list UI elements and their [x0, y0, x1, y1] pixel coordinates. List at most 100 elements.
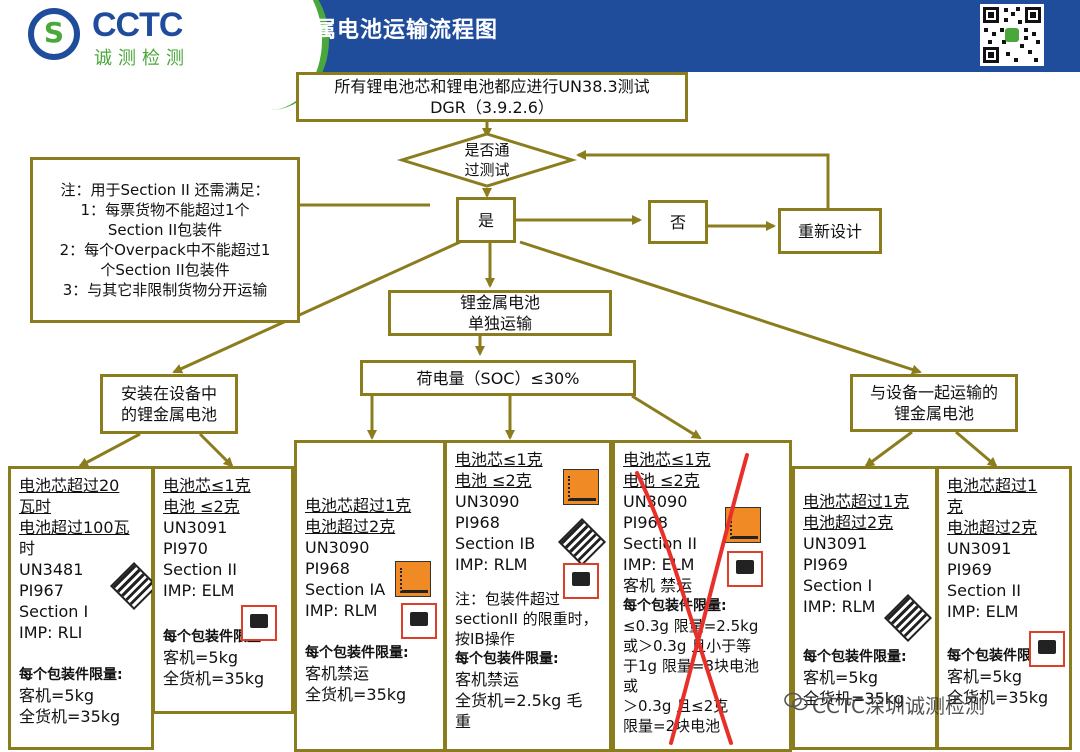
column-over-20wh: 电池芯超过20 瓦时 电池超过100瓦 时 UN3481 PI967 Secti… — [8, 466, 159, 750]
col-line: IMP: ELM — [947, 602, 1019, 621]
note-line: Section II包装件 — [107, 221, 223, 239]
col-line: PI968 — [305, 559, 350, 578]
red-cross-out-mark — [635, 453, 749, 745]
limit-title: 每个包装件限量: — [947, 648, 1051, 664]
column-standalone-section-ii-crossed: 电池芯≤1克 电池 ≤2克 UN3090 PI968 Section II IM… — [612, 440, 792, 752]
ib-note-line: 注：包装件超过 — [455, 590, 561, 608]
soc-box: 荷电量（SOC）≤30% — [360, 360, 636, 396]
col-line: PI969 — [803, 555, 848, 574]
note-line: 1：每票货物不能超过1个 — [80, 201, 250, 219]
limit-line: 客机=5kg — [947, 667, 1023, 686]
limit-title: 每个包装件限量: — [163, 629, 267, 645]
col-line: IMP: ELM — [163, 581, 235, 600]
in-equipment-line-2: 的锂金属电池 — [120, 405, 217, 424]
standalone-line-2: 单独运输 — [467, 314, 532, 333]
col-line: IMP: RLM — [455, 555, 528, 574]
col-line: UN3091 — [803, 534, 868, 553]
limit-line: 全货机=35kg — [305, 685, 407, 704]
column-with-equipment-section-ii: 电池芯超过1 克 电池超过2克 UN3091 PI969 Section II … — [936, 466, 1072, 750]
ib-note-line: sectionII 的限重时， — [455, 610, 598, 628]
col-line: PI970 — [163, 539, 208, 558]
decision-label: 是否通 过测试 — [437, 140, 537, 180]
col-line: Section IA — [305, 580, 386, 599]
limit-line: 客机=5kg — [19, 686, 95, 705]
col-line: PI967 — [19, 581, 64, 600]
col-line: Section II — [947, 581, 1021, 600]
col-line: 电池芯超过1 — [947, 476, 1038, 495]
col-line: IMP: RLI — [19, 623, 83, 642]
no-box: 否 — [648, 200, 708, 244]
col-line: UN3090 — [305, 538, 370, 557]
cargo-aircraft-only-label-icon — [395, 561, 431, 597]
column-cell-le-1g: 电池芯≤1克 电池 ≤2克 UN3091 PI970 Section II IM… — [152, 466, 294, 714]
col-line: 电池 ≤2克 — [163, 497, 240, 516]
note-line: 注：用于Section II 还需满足： — [60, 181, 270, 199]
limit-line: 全货机=35kg — [947, 688, 1049, 707]
col-line: Section I — [803, 576, 873, 595]
col-line: 电池超过100瓦 — [19, 518, 130, 537]
limit-line: 客机禁运 — [455, 670, 520, 689]
limit-line: 或＞0.3g 且小于等 — [623, 637, 752, 655]
note-line: 3：与其它非限制货物分开运输 — [62, 281, 268, 299]
col-line: 克 — [947, 497, 964, 516]
col-line: 电池芯≤1克 — [455, 450, 543, 469]
col-line: UN3091 — [947, 539, 1012, 558]
decision-diamond — [396, 132, 578, 188]
limit-line: 全货机=35kg — [19, 707, 121, 726]
col-line: PI968 — [455, 513, 500, 532]
redesign-label: 重新设计 — [797, 221, 862, 241]
note-line: 2：每个Overpack中不能超过1 — [59, 241, 271, 259]
in-equipment-box: 安装在设备中 的锂金属电池 — [100, 374, 238, 434]
col-line: 时 — [19, 539, 36, 558]
limit-line: ＞0.3g 且≤2克 — [623, 697, 729, 715]
col-line: UN3481 — [19, 560, 84, 579]
limit-line: 客机=5kg — [803, 668, 879, 687]
col-line: 电池芯≤1克 — [623, 450, 711, 469]
soc-label: 荷电量（SOC）≤30% — [416, 368, 580, 388]
redesign-box: 重新设计 — [778, 208, 882, 254]
header-bar — [246, 0, 1080, 72]
limit-line: 全货机=35kg — [163, 669, 265, 688]
note-line: 个Section II包装件 — [100, 261, 230, 279]
standalone-box: 锂金属电池 单独运输 — [388, 290, 612, 336]
limit-line: 全货机=2.5kg 毛 — [455, 691, 583, 710]
top-line-2: DGR（3.9.2.6） — [430, 98, 554, 117]
in-equipment-line-1: 安装在设备中 — [120, 384, 217, 403]
col-line: 电池超过2克 — [947, 518, 1038, 537]
cargo-aircraft-only-label-icon — [563, 469, 599, 505]
limit-line: 或 — [623, 677, 639, 695]
col-line: 电池芯超过20 — [19, 476, 120, 495]
column-standalone-over-1g: 电池芯超过1克 电池超过2克 UN3090 PI968 Section IA I… — [294, 440, 446, 752]
col-line: 电池超过2克 — [803, 513, 894, 532]
col-line: IMP: RLM — [305, 601, 378, 620]
with-equipment-line-1: 与设备一起运输的 — [869, 383, 998, 402]
col-line: 客机 禁运 — [623, 576, 693, 595]
no-label: 否 — [669, 212, 686, 232]
decision-line-2: 过测试 — [464, 161, 510, 179]
standalone-line-1: 锂金属电池 — [459, 293, 540, 312]
decision-line-1: 是否通 — [464, 141, 510, 159]
col-line: PI969 — [947, 560, 992, 579]
column-standalone-ib: 电池芯≤1克 电池 ≤2克 UN3090 PI968 Section IB IM… — [444, 440, 612, 752]
battery-mark-label-icon — [241, 605, 277, 641]
col-line: Section I — [19, 602, 89, 621]
limit-line: 重 — [455, 712, 472, 731]
col-line: Section II — [163, 560, 237, 579]
battery-mark-label-icon — [727, 551, 763, 587]
page-title: 锂金属电池运输流程图 — [268, 18, 499, 43]
battery-mark-label-icon — [563, 563, 599, 599]
logo-subtitle: 诚测检测 — [94, 48, 190, 69]
battery-mark-label-icon — [401, 603, 437, 639]
with-equipment-box: 与设备一起运输的 锂金属电池 — [850, 374, 1018, 432]
col-line: Section II — [623, 534, 697, 553]
with-equipment-line-2: 锂金属电池 — [893, 404, 974, 423]
limit-title: 每个包装件限量: — [19, 667, 123, 683]
limit-line: 限量=2块电池 — [623, 717, 721, 735]
section-ii-note-box: 注：用于Section II 还需满足： 1：每票货物不能超过1个 Sectio… — [30, 157, 300, 323]
limit-title: 每个包装件限量: — [623, 598, 727, 614]
qr-code-icon — [980, 4, 1044, 66]
col-line: 电池超过2克 — [305, 517, 396, 536]
col-line: 瓦时 — [19, 497, 52, 516]
column-with-equipment-over-1g: 电池芯超过1克 电池超过2克 UN3091 PI969 Section I IM… — [792, 466, 938, 750]
